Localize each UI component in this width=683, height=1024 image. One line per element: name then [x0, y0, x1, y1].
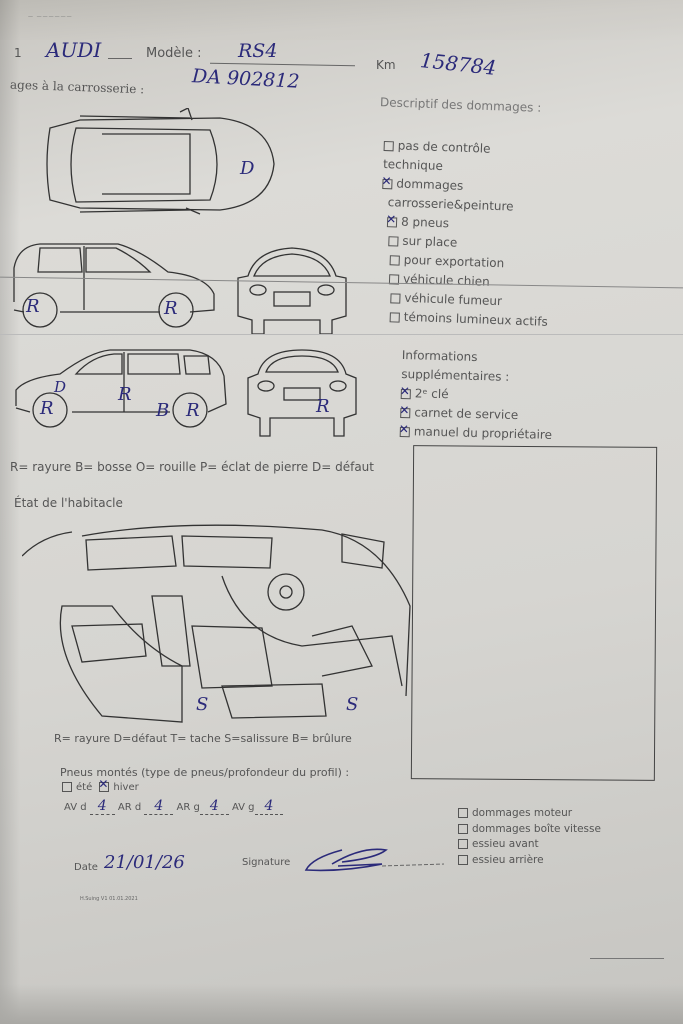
item-label: carnet de service: [414, 405, 519, 423]
damage-mark-right-front-wheel: R: [186, 400, 200, 421]
item-label: dommages moteur: [472, 807, 573, 819]
interior-legend: R= rayure D=défaut T= tache S=salissure …: [54, 732, 352, 745]
ar-d-value[interactable]: 4: [144, 798, 174, 815]
checkbox-box[interactable]: [400, 388, 411, 399]
brand-value: AUDI: [46, 38, 102, 62]
tyre-season-row: été hiver: [62, 777, 139, 793]
date-value[interactable]: 21/01/26: [104, 852, 185, 873]
checkbox-box[interactable]: [400, 407, 411, 418]
signature-drawing[interactable]: [302, 844, 446, 876]
damage-description-title: Descriptif des dommages :: [379, 95, 542, 115]
bottom-line: [590, 958, 664, 959]
item-label: 2ᵉ clé: [414, 386, 449, 402]
winter-label: hiver: [113, 782, 139, 793]
bodywork-legend: R= rayure B= bosse O= rouille P= éclat d…: [10, 460, 374, 474]
checkbox-box[interactable]: [458, 854, 468, 865]
item-label: dommages boîte vitesse: [472, 822, 601, 835]
car-front-view-diagram: [237, 247, 347, 335]
model-label: Modèle :: [146, 46, 202, 61]
notes-box[interactable]: [410, 445, 658, 781]
km-label: Km: [376, 58, 396, 72]
av-g-label: AV g: [231, 802, 255, 813]
damage-mark-rear: R: [316, 396, 330, 417]
av-d-value[interactable]: 4: [89, 798, 115, 815]
item-label: pas de contrôle: [397, 138, 491, 156]
paper-shadow-bottom: [0, 984, 683, 1024]
bodywork-title: ages à la carrosserie :: [9, 77, 145, 97]
checkbox-box[interactable]: [458, 808, 468, 818]
paper-shadow: [0, 0, 683, 40]
item-label: pour exportation: [403, 252, 505, 271]
damage-mark-left-rear: R: [26, 296, 40, 317]
ar-d-label: AR d: [117, 802, 142, 813]
tiny-header: — ——————: [28, 14, 73, 20]
checkbox-engine-damage[interactable]: dommages moteur: [458, 806, 601, 822]
damage-mark-top: D: [240, 158, 255, 179]
brand-label: 1: [14, 46, 22, 60]
item-label: essieu arrière: [472, 853, 544, 866]
av-d-label: AV d: [64, 802, 87, 813]
checkbox-summer[interactable]: été: [62, 782, 92, 793]
registration-value: DA 902812: [191, 65, 301, 93]
damage-mark-left-front: R: [164, 298, 178, 319]
interior-title: État de l'habitacle: [14, 496, 123, 510]
checkbox-box[interactable]: [98, 777, 110, 792]
tyres-title: Pneus montés (type de pneus/profondeur d…: [60, 766, 350, 779]
item-label: manuel du propriétaire: [413, 424, 553, 442]
av-g-value[interactable]: 4: [254, 798, 284, 815]
item-label: dommages: [396, 176, 464, 193]
interior-diagram: [22, 524, 411, 723]
damage-mark-right-front: D: [54, 378, 67, 396]
checkbox-rear-axle[interactable]: essieu arrière: [458, 853, 601, 869]
checkbox-front-axle[interactable]: essieu avant: [458, 837, 601, 853]
checkbox-box[interactable]: [458, 839, 468, 849]
checkbox-box[interactable]: [399, 426, 410, 437]
date-label: Date: [74, 862, 98, 873]
checkbox-box[interactable]: [62, 782, 72, 792]
item-label: véhicule chien: [402, 271, 490, 289]
car-left-side-diagram: [13, 243, 215, 328]
checkbox-gearbox-damage[interactable]: dommages boîte vitesse: [458, 822, 601, 838]
item-label: 8 pneus: [400, 214, 450, 231]
brand-underline: [108, 58, 132, 59]
checkbox-box[interactable]: [458, 823, 468, 834]
checkbox-box[interactable]: [390, 292, 401, 304]
interior-mark-rear-seat: S: [346, 694, 359, 715]
checkbox-box[interactable]: [386, 216, 398, 228]
model-underline: [210, 62, 355, 67]
ar-g-value[interactable]: 4: [199, 798, 229, 815]
checkbox-box[interactable]: [388, 235, 399, 247]
item-label: essieu avant: [472, 838, 539, 850]
checkbox-box[interactable]: [383, 140, 394, 151]
km-value: 158784: [418, 48, 498, 80]
model-value: RS4: [238, 40, 278, 62]
mechanical-list: dommages moteur dommages boîte vitesse e…: [458, 806, 601, 868]
car-right-side-diagram: [15, 349, 227, 428]
ar-g-label: AR g: [176, 802, 200, 813]
checkbox-box[interactable]: [382, 178, 393, 189]
item-label: sur place: [402, 233, 458, 250]
car-top-view-diagram: [46, 108, 275, 215]
checkbox-winter[interactable]: hiver: [95, 777, 139, 793]
damage-description-list: pas de contrôle technique dommages carro…: [377, 138, 554, 334]
additional-info: Informations supplémentaires : 2ᵉ clé ca…: [399, 348, 555, 447]
checkbox-box[interactable]: [389, 254, 400, 266]
paper-shadow-left: [0, 0, 20, 1024]
damage-mark-right-door: R: [118, 384, 132, 405]
car-rear-view-diagram: [247, 349, 357, 437]
form-version: H.Suing V1 01.01.2021: [80, 896, 138, 902]
damage-mark-right-rear-wheel: R: [40, 398, 54, 419]
checkbox-box[interactable]: [389, 311, 400, 323]
signature-label: Signature: [242, 857, 291, 868]
summer-label: été: [76, 782, 93, 793]
fold-line: [0, 334, 683, 335]
item-label: véhicule fumeur: [404, 290, 503, 309]
checkbox-owner-manual[interactable]: manuel du propriétaire: [399, 424, 553, 447]
interior-mark-front-seat: S: [196, 694, 209, 715]
damage-mark-right-sill: B: [156, 400, 170, 421]
